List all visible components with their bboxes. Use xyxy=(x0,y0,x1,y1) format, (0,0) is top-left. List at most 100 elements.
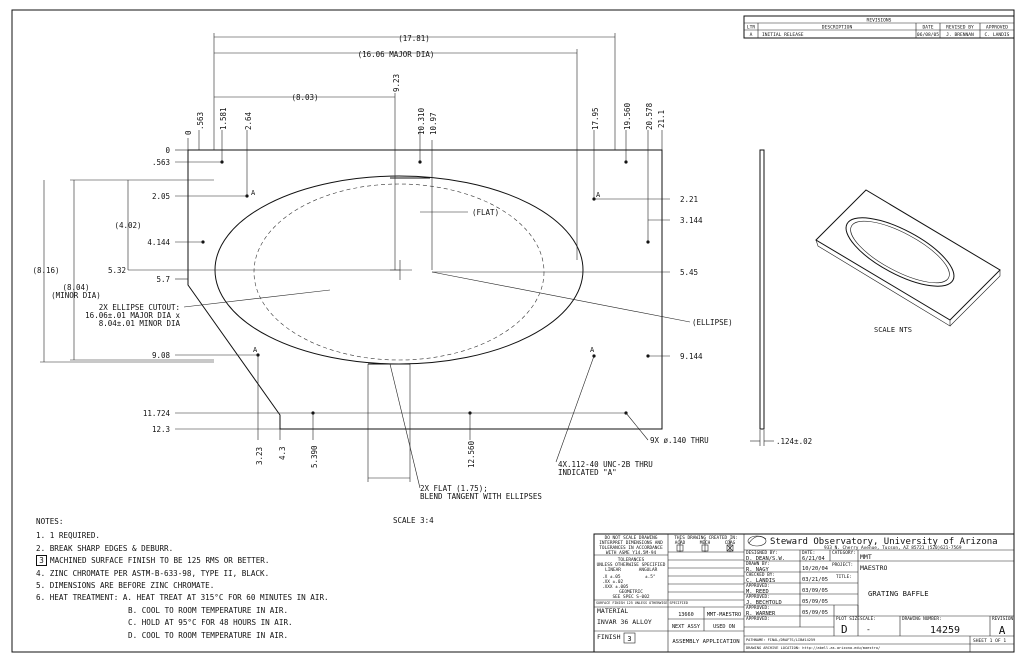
rev-col-ltr: LTR xyxy=(747,25,756,31)
callout-ellipse: (ELLIPSE) xyxy=(692,318,733,327)
x-ord-563: .563 xyxy=(196,112,205,130)
y-ord-221: 2.21 xyxy=(680,195,698,204)
isometric-view xyxy=(815,189,1001,327)
tb-cdag: CDAG xyxy=(725,540,736,546)
tb-lin2: .XX ±.02 xyxy=(602,579,624,585)
revisions-header: REVISIONS xyxy=(867,18,892,24)
dim-thickness: .124±.02 xyxy=(776,437,812,446)
tb-lin1: .X ±.05 xyxy=(602,574,621,580)
dim-816: (8.16) xyxy=(32,266,59,275)
revisions-table: REVISIONS LTR DESCRIPTION DATE REVISED B… xyxy=(743,15,1015,39)
x-ord-19560: 19.560 xyxy=(623,102,632,130)
note-4: 4. ZINC CHROMATE PER ASTM-B-633-98, TYPE… xyxy=(36,568,270,578)
x-ord-12560: 12.560 xyxy=(467,440,476,468)
tb-approved4-label: APPROVED: xyxy=(746,616,770,622)
tb-date: 6/21/04 xyxy=(802,556,825,562)
x-ord-1795: 17.95 xyxy=(591,107,600,130)
y-ordinates-left: 0 .563 2.05 4.144 5.32 5.7 9.08 11.724 1… xyxy=(32,146,626,434)
tb-approved1: M. REED xyxy=(746,589,769,595)
tb-drawing-number: 14259 xyxy=(930,625,960,636)
tb-approved3-date: 05/09/05 xyxy=(802,610,828,616)
tb-designed-by: D. DEAN/S.W. xyxy=(746,556,785,562)
rev-row-approved: C. LANDIS xyxy=(985,32,1010,38)
tb-drawn-by-label: DRAWN BY: xyxy=(746,561,770,567)
tb-approved1-label: APPROVED: xyxy=(746,583,770,589)
rev-col-date: DATE xyxy=(922,25,933,31)
y-ord-532: 5.32 xyxy=(108,266,126,275)
scale-main-label: SCALE 3:4 xyxy=(393,516,434,525)
tb-project: MAESTRO xyxy=(860,564,887,572)
marker-a-2: A xyxy=(596,191,601,199)
y-ord-57: 5.7 xyxy=(156,275,170,284)
tb-lin3: .XXX ±.005 xyxy=(602,584,629,590)
tb-finish-label: FINISH xyxy=(597,633,621,641)
notes-title: NOTES: xyxy=(36,517,64,526)
x-ord-1581: 1.581 xyxy=(219,107,228,130)
callout-flat2-2: BLEND TANGENT WITH ELLIPSES xyxy=(420,492,542,501)
x-ord-10310: 10.310 xyxy=(417,107,426,135)
drawing-border xyxy=(11,9,1015,653)
tb-designed-by-label: DESIGNED BY: xyxy=(746,550,778,556)
y-ord-205: 2.05 xyxy=(152,192,170,201)
dim-overall: (17.81) xyxy=(398,34,430,43)
x-ord-923: 9.23 xyxy=(392,74,401,92)
tb-mmt-maestro: MMT-MAESTRO xyxy=(707,612,741,618)
tb-no-scale: DO NOT SCALE DRAWING xyxy=(605,535,658,541)
tb-title-label: TITLE: xyxy=(836,574,852,580)
tb-tolerances: TOLERANCES xyxy=(618,557,645,563)
note-1: 1. 1 REQUIRED. xyxy=(36,531,101,541)
tb-address: 933 N. Cherry Avenue, Tucson, AZ 85721 (… xyxy=(824,545,962,551)
tb-category-label: CATEGORY: xyxy=(832,550,856,556)
y-ordinates-right: 2.21 3.144 5.45 9.144 xyxy=(432,195,703,361)
callout-thru: 9X ø.140 THRU xyxy=(650,436,709,445)
dim-major-dia: (16.06 MAJOR DIA) xyxy=(358,50,435,59)
x-ord-211: 21.1 xyxy=(657,110,666,128)
rev-row-ltr: A xyxy=(750,32,753,38)
tb-drawn-by: R. NAGY xyxy=(746,567,769,573)
baffle-outline xyxy=(187,149,663,430)
x-ord-264: 2.64 xyxy=(244,111,253,130)
marker-a-4: A xyxy=(590,346,595,354)
bottom-ordinates: 3.23 4.3 5.390 12.560 xyxy=(255,355,476,468)
tb-approved3: R. WARNER xyxy=(746,611,776,617)
tb-unless: UNLESS OTHERWISE SPECIFIED xyxy=(597,562,666,568)
marker-a-3: A xyxy=(253,346,258,354)
y-ord-9144: 9.144 xyxy=(680,352,703,361)
rev-row-date: 06/08/05 xyxy=(917,32,939,38)
tb-material-label: MATERIAL xyxy=(597,607,628,615)
callout-tap-2: INDICATED "A" xyxy=(558,468,617,477)
tb-part-no: 13660 xyxy=(678,612,694,618)
tb-angular-val: ±.5° xyxy=(645,574,656,580)
tb-acad: ACAD xyxy=(675,540,686,546)
tb-finish-num: 3 xyxy=(627,635,631,643)
marker-a-1: A xyxy=(251,189,256,197)
notes-block: NOTES: 1. 1 REQUIRED. 2. BREAK SHARP EDG… xyxy=(36,516,376,642)
tb-assembly-app: ASSEMBLY APPLICATION xyxy=(672,639,739,645)
callout-cutout-1: 2X ELLIPSE CUTOUT: xyxy=(99,303,180,312)
dim-half-major: (8.03) xyxy=(291,93,318,102)
tb-created-in: THIS DRAWING CREATED IN: xyxy=(674,535,737,541)
hole-markers xyxy=(201,160,650,415)
tb-approved2-label: APPROVED: xyxy=(746,594,770,600)
top-dimensions: (17.81) (16.06 MAJOR DIA) (8.03) xyxy=(213,33,616,270)
tb-mech: MECH xyxy=(700,540,711,546)
tb-used-on: USED ON xyxy=(713,624,735,630)
tb-drawn-date: 10/20/04 xyxy=(802,566,828,572)
x-ord-0: 0 xyxy=(184,130,193,135)
tb-plot-size-label: PLOT SIZE xyxy=(836,616,860,622)
tb-revision-label: REVISION xyxy=(992,616,1014,622)
side-view: .124±.02 xyxy=(750,149,812,446)
tb-org: Steward Observatory, University of Arizo… xyxy=(770,537,998,547)
y-ord-11724: 11.724 xyxy=(143,409,171,418)
callout-flat2-1: 2X FLAT (1.75); xyxy=(420,484,488,493)
dim-half-minor: (4.02) xyxy=(114,221,141,230)
note-2: 2. BREAK SHARP EDGES & DEBURR. xyxy=(36,543,174,553)
tb-material: INVAR 36 ALLOY xyxy=(597,618,652,626)
x-ord-323: 3.23 xyxy=(255,447,264,465)
x-ord-43: 4.3 xyxy=(278,446,287,460)
y-ord-545: 5.45 xyxy=(680,268,698,277)
y-ord-0: 0 xyxy=(165,146,170,155)
tb-date-label: DATE: xyxy=(802,550,815,556)
